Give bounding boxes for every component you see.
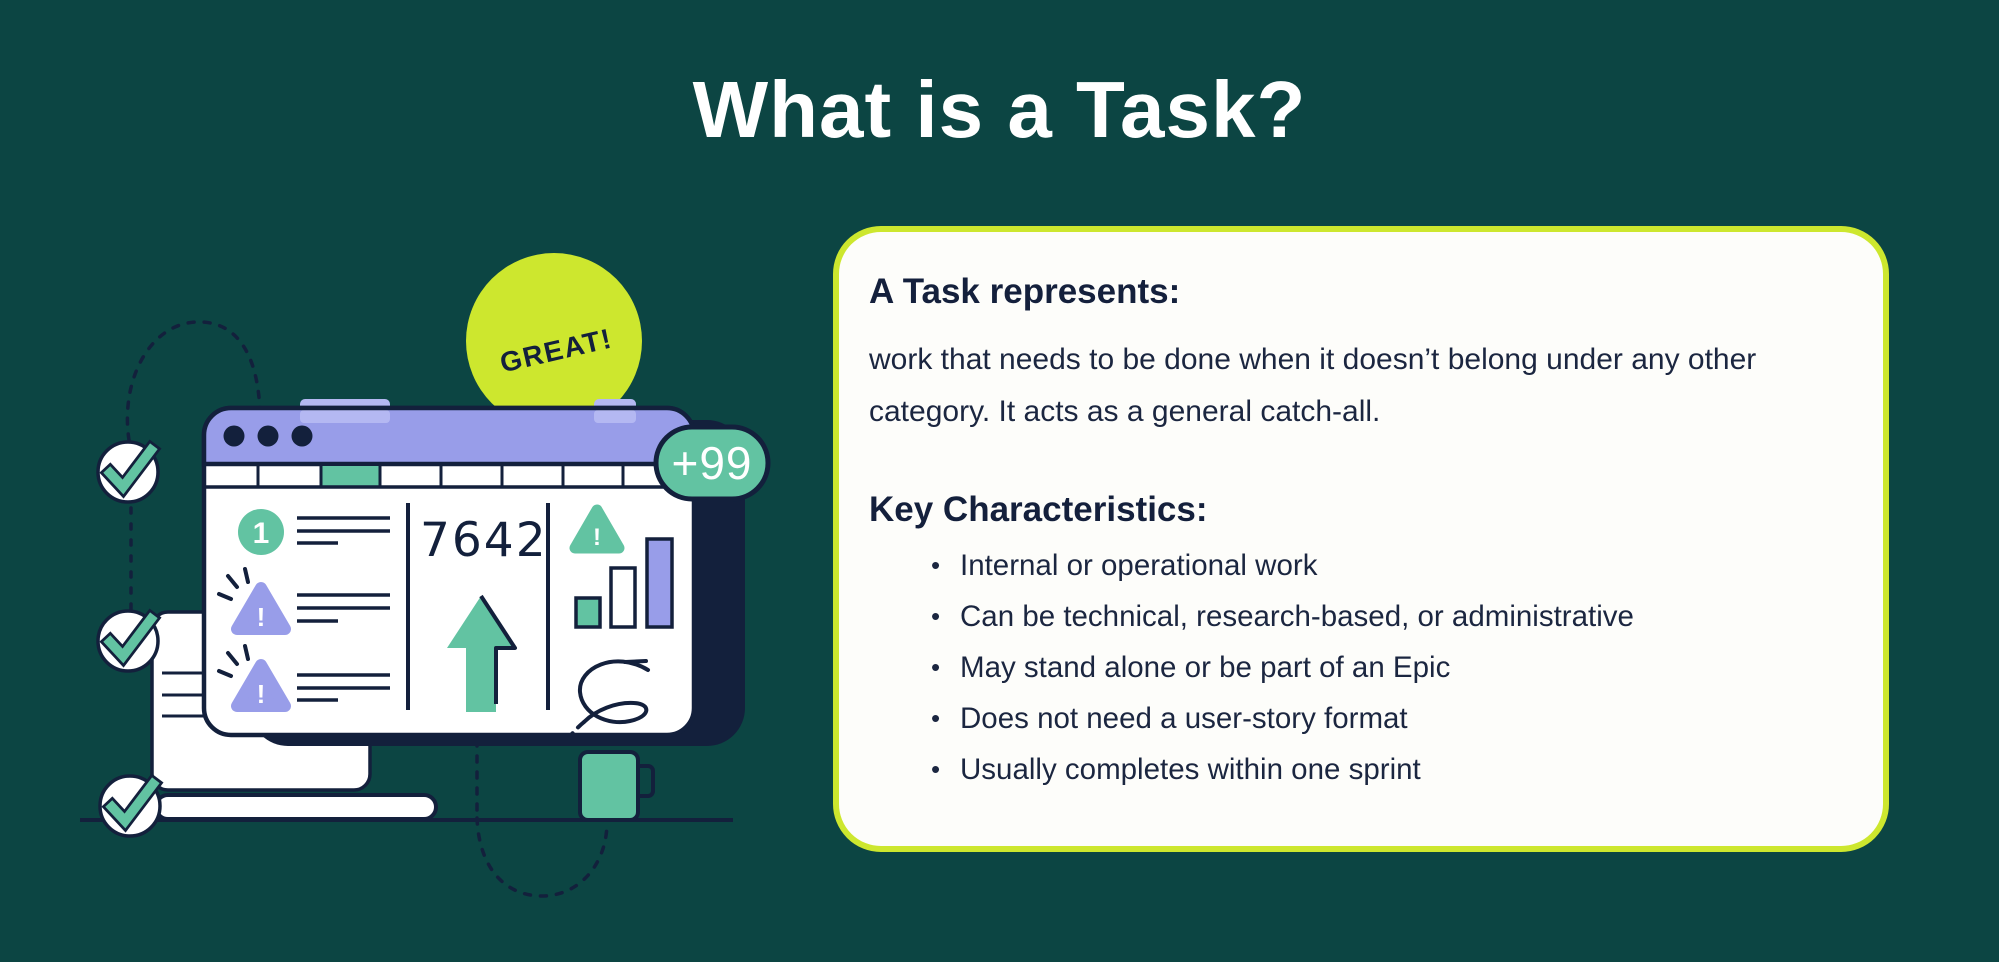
metric-value: 7642 xyxy=(420,513,548,568)
check-icon xyxy=(103,443,158,495)
check-circle-2 xyxy=(96,608,162,673)
step-number: 1 xyxy=(253,517,270,550)
browser-tab-inner xyxy=(300,410,390,423)
window-dot xyxy=(291,425,313,447)
task-row-warning: ! xyxy=(217,644,390,712)
step-badge xyxy=(238,509,284,555)
warning-triangle-icon xyxy=(569,504,625,554)
great-badge: GREAT! xyxy=(466,253,642,429)
monitor-base xyxy=(154,793,438,821)
list-item: Usually completes within one sprint xyxy=(869,744,1839,795)
characteristics-list: Internal or operational work Can be tech… xyxy=(869,540,1839,795)
window-dot xyxy=(257,425,279,447)
page-title: What is a Task? xyxy=(692,65,1307,154)
alert-stroke xyxy=(217,592,233,601)
list-item: Can be technical, research-based, or adm… xyxy=(869,591,1839,642)
notification-pill xyxy=(653,424,771,502)
warning-triangle-icon xyxy=(231,659,291,712)
up-arrow-outline xyxy=(479,594,517,704)
task-row-warning: ! xyxy=(217,567,390,635)
dashed-arc-bottom xyxy=(475,738,609,898)
check-icon xyxy=(105,777,160,829)
browser-tab-inner xyxy=(594,410,636,423)
bar-medium xyxy=(609,566,637,629)
notification-badge: +99 xyxy=(653,424,771,502)
warning-mark: ! xyxy=(257,679,266,709)
list-item: May stand alone or be part of an Epic xyxy=(869,642,1839,693)
card-intro-heading: A Task represents: xyxy=(869,272,1181,311)
mug-body xyxy=(578,750,640,822)
great-badge-circle xyxy=(466,253,642,429)
check-icon xyxy=(103,612,158,664)
stats-panel: ! xyxy=(567,504,674,740)
window-dot xyxy=(223,425,245,447)
warning-mark: ! xyxy=(593,524,601,551)
alert-stroke xyxy=(217,669,233,678)
check-circle-3 xyxy=(98,773,164,838)
scribble-tail xyxy=(567,720,586,740)
bar-chart-icon xyxy=(574,537,674,629)
alert-stroke xyxy=(226,574,239,589)
ruler-highlight xyxy=(321,466,380,487)
browser-window: 1 ! xyxy=(201,405,697,740)
dashed-arc-top xyxy=(125,320,262,442)
check-circle-1 xyxy=(96,439,162,504)
workspace-illustration: GREAT! xyxy=(80,253,771,898)
notification-count: +99 xyxy=(671,437,752,489)
bar-tall xyxy=(645,537,674,629)
coffee-mug-icon xyxy=(578,750,655,822)
alert-stroke xyxy=(243,644,250,661)
metric-panel: 7642 xyxy=(420,513,548,712)
alert-stroke xyxy=(243,567,250,584)
card-list-heading: Key Characteristics: xyxy=(869,490,1208,529)
task-row-done: 1 xyxy=(238,509,390,555)
info-card: A Task represents: work that needs to be… xyxy=(833,226,1889,852)
scribble xyxy=(567,659,650,740)
bar-small xyxy=(574,596,602,629)
task-list: 1 ! xyxy=(217,509,390,712)
card-intro-body: work that needs to be done when it doesn… xyxy=(869,343,1757,428)
scribble-loop xyxy=(577,659,650,725)
warning-mark: ! xyxy=(257,602,266,632)
mug-handle xyxy=(638,764,655,798)
alert-stroke xyxy=(226,651,239,666)
warning-triangle-icon xyxy=(231,582,291,635)
toolbar-ruler xyxy=(206,466,692,489)
list-item: Does not need a user-story format xyxy=(869,693,1839,744)
list-item: Internal or operational work xyxy=(869,540,1839,591)
